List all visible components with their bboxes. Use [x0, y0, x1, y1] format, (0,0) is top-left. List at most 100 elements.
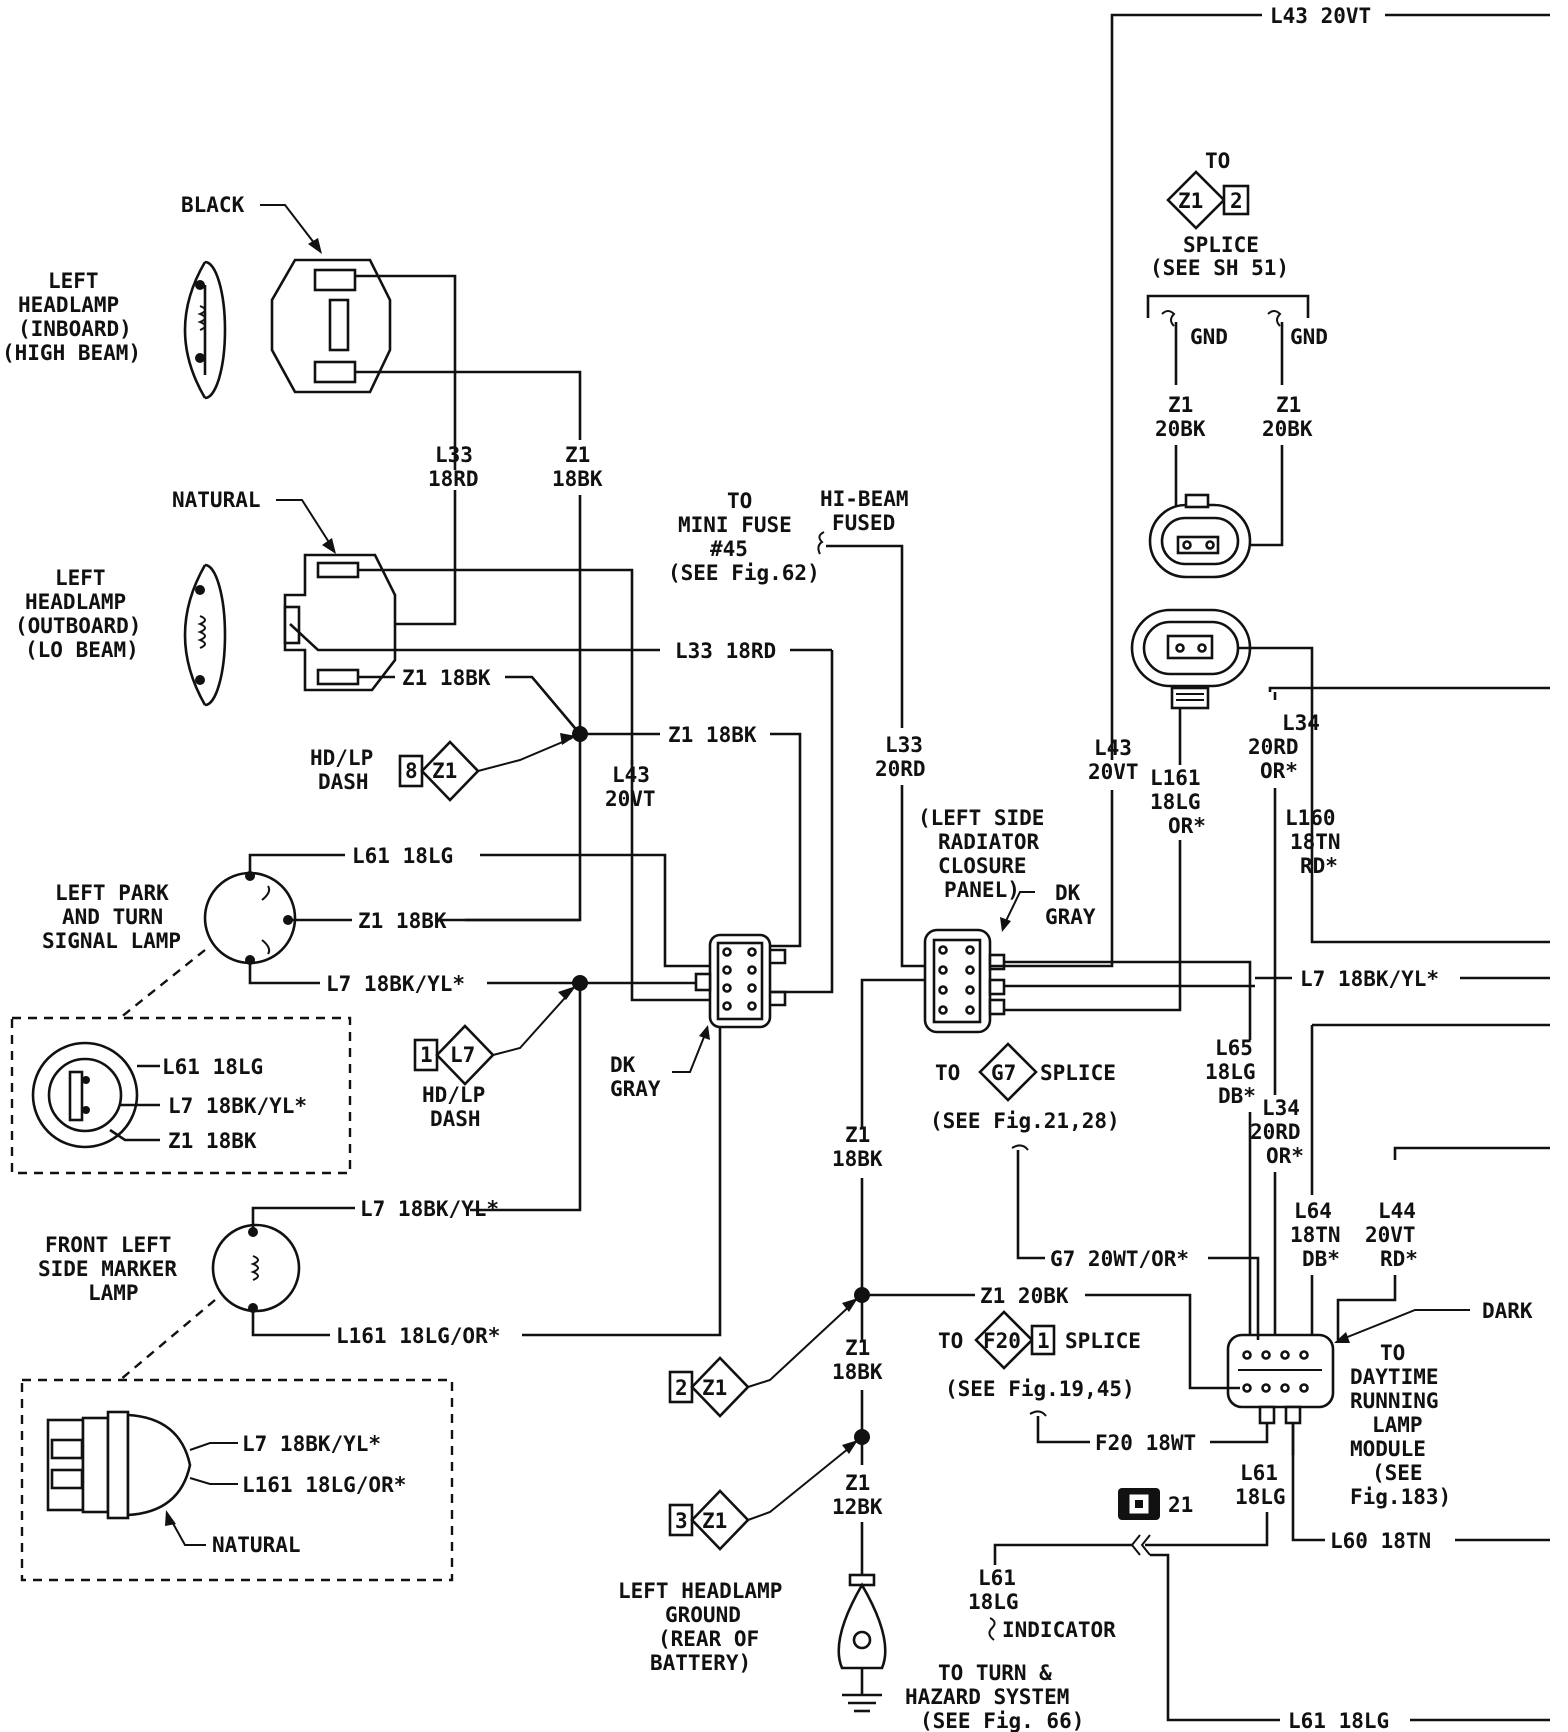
ref-1-code: L7 — [450, 1043, 475, 1067]
hb-lamp-line2: HEADLAMP — [18, 293, 119, 317]
inset-park-l7: L7 18BK/YL* — [168, 1094, 307, 1118]
ref-z1-2-code: Z1 — [1178, 189, 1203, 213]
l34-low-c: OR* — [1266, 1144, 1304, 1168]
l161-right-b: 18LG — [1150, 790, 1201, 814]
l160-b: 18TN — [1290, 830, 1341, 854]
wire-label-z1-h: Z1 18BK — [668, 723, 757, 747]
z1-vert-2: 18BK — [552, 467, 603, 491]
front-left-side-marker-lamp: FRONT LEFT SIDE MARKER LAMP — [38, 1223, 301, 1313]
f20-see: (SEE Fig.19,45) — [945, 1377, 1135, 1401]
lb-connector — [283, 553, 397, 692]
wire-label-g7: G7 20WT/OR* — [1050, 1247, 1189, 1271]
inset-marker-socket: L7 18BK/YL* L161 18LG/OR* NATURAL — [46, 1410, 406, 1557]
l43-label-b: 20VT — [605, 787, 656, 811]
l34-low-a: L34 — [1262, 1096, 1300, 1120]
ground-line2: GROUND — [665, 1603, 741, 1627]
hdlp2-line2: DASH — [430, 1107, 481, 1131]
l44-a: L44 — [1378, 1199, 1416, 1223]
wire-label-l7-right: L7 18BK/YL* — [1300, 967, 1439, 991]
connector-21: 21 — [1118, 1488, 1193, 1520]
l61-mod-b: 18LG — [1235, 1485, 1286, 1509]
f20-to: TO — [938, 1329, 963, 1353]
ground-line4: BATTERY) — [650, 1651, 751, 1675]
l43-top-wire: L43 20VT — [1110, 4, 1550, 760]
left-headlamp-high-beam: LEFT HEADLAMP (INBOARD) (HIGH BEAM) — [2, 260, 227, 400]
ref-z1-2-num: 2 — [1230, 189, 1243, 213]
inset-park-l61: L61 18LG — [162, 1055, 263, 1079]
hdlp2-line1: HD/LP — [422, 1083, 485, 1107]
z1-low-a: Z1 — [845, 1336, 870, 1360]
lb-lamp-line4: (LO BEAM) — [25, 638, 139, 662]
ref-3-num: 3 — [675, 1509, 688, 1533]
drl-line3: RUNNING — [1350, 1389, 1439, 1413]
l44-b: 20VT — [1365, 1223, 1416, 1247]
l65-b: 18LG — [1205, 1060, 1256, 1084]
l65-a: L65 — [1215, 1036, 1253, 1060]
dk-gray-left-2: GRAY — [610, 1077, 661, 1101]
l43-right-b: 20VT — [1088, 760, 1139, 784]
dk-gray-right-1: DK — [1055, 881, 1081, 905]
gnd-right: GND — [1290, 325, 1328, 349]
f20-splice: SPLICE — [1065, 1329, 1141, 1353]
connector-21-label: 21 — [1168, 1493, 1193, 1517]
indicator-label: INDICATOR — [1002, 1618, 1116, 1642]
lb-lamp-line3: (OUTBOARD) — [15, 614, 141, 638]
l43-right-a: L43 — [1094, 736, 1132, 760]
drl-line6: (SEE — [1372, 1461, 1423, 1485]
inset-park-z1: Z1 18BK — [168, 1129, 257, 1153]
dk-gray-left-1: DK — [610, 1053, 636, 1077]
drl-feed-connector — [1130, 608, 1252, 710]
black-label: BLACK — [181, 193, 245, 217]
dk-gray-right-2: GRAY — [1045, 905, 1096, 929]
z1-center-a: Z1 — [845, 1123, 870, 1147]
l34-top-a: L34 — [1282, 711, 1320, 735]
fuse-line1: TO — [727, 489, 752, 513]
l61-mod-a: L61 — [1240, 1461, 1278, 1485]
z1-vert-1: Z1 — [565, 443, 590, 467]
ref-f20-num: 1 — [1037, 1329, 1050, 1353]
ref-2-num: 2 — [675, 1376, 688, 1400]
ref-2-z1: 2 Z1 — [668, 1298, 858, 1418]
radiator-panel-label: (LEFT SIDE RADIATOR CLOSURE PANEL) — [918, 806, 1044, 902]
drl-line5: MODULE — [1350, 1437, 1426, 1461]
wire-label-z1-park: Z1 18BK — [358, 909, 447, 933]
l65-c: DB* — [1218, 1084, 1256, 1108]
f20-splice-ref: TO F20 1 SPLICE (SEE Fig.19,45) F20 18WT — [938, 1310, 1269, 1455]
wire-label-z1-outboard: Z1 18BK — [402, 666, 491, 690]
z1-12bk-a: Z1 — [845, 1471, 870, 1495]
drl-line7: Fig.183) — [1350, 1485, 1451, 1509]
hb-lamp-line1: LEFT — [48, 269, 99, 293]
l161-right-c: OR* — [1168, 814, 1206, 838]
park-lamp-line1: LEFT PARK — [55, 881, 169, 905]
park-lamp-line2: AND TURN — [62, 905, 163, 929]
rad-line3: CLOSURE — [938, 854, 1027, 878]
z1-12bk-b: 12BK — [832, 1495, 883, 1519]
z1-gnd-l-a: Z1 — [1168, 393, 1193, 417]
z1-splice-ref-top: TO Z1 2 SPLICE (SEE SH 51) — [1150, 149, 1289, 280]
wire-label-f20: F20 18WT — [1095, 1431, 1196, 1455]
dark-label: DARK — [1482, 1299, 1533, 1323]
drl-module-connector: DARK — [1226, 1299, 1533, 1425]
park-lamp-line3: SIGNAL LAMP — [42, 929, 181, 953]
hdlp-dash-ref-2: 1 L7 HD/LP DASH — [413, 986, 576, 1131]
z1-center-b: 18BK — [832, 1147, 883, 1171]
wire-label-z1-20bk: Z1 20BK — [980, 1284, 1069, 1308]
ref-8-num: 8 — [405, 759, 418, 783]
hdlp1-line2: DASH — [318, 770, 369, 794]
l43-label-a: L43 — [612, 763, 650, 787]
dk-gray-connector-right: DK GRAY — [923, 881, 1096, 1034]
natural-top-label: NATURAL — [172, 488, 261, 512]
wire-label-l43-top: L43 20VT — [1270, 4, 1371, 28]
drl-line4: LAMP — [1372, 1413, 1423, 1437]
left-headlamp-ground: LEFT HEADLAMP GROUND (REAR OF BATTERY) — [618, 1573, 887, 1713]
marker-lamp-line2: SIDE MARKER — [38, 1257, 177, 1281]
wire-label-l60: L60 18TN — [1330, 1529, 1431, 1553]
z1-gnd-r-b: 20BK — [1262, 417, 1313, 441]
marker-lamp-line3: LAMP — [88, 1281, 139, 1305]
l34-low-b: 20RD — [1250, 1120, 1301, 1144]
ref-f20-code: F20 — [983, 1329, 1021, 1353]
ref-1-num: 1 — [420, 1043, 433, 1067]
rad-line2: RADIATOR — [938, 830, 1040, 854]
hibeam-line1: HI-BEAM — [820, 487, 909, 511]
mini-fuse-ref: TO MINI FUSE #45 (SEE Fig.62) HI-BEAM FU… — [668, 487, 909, 728]
